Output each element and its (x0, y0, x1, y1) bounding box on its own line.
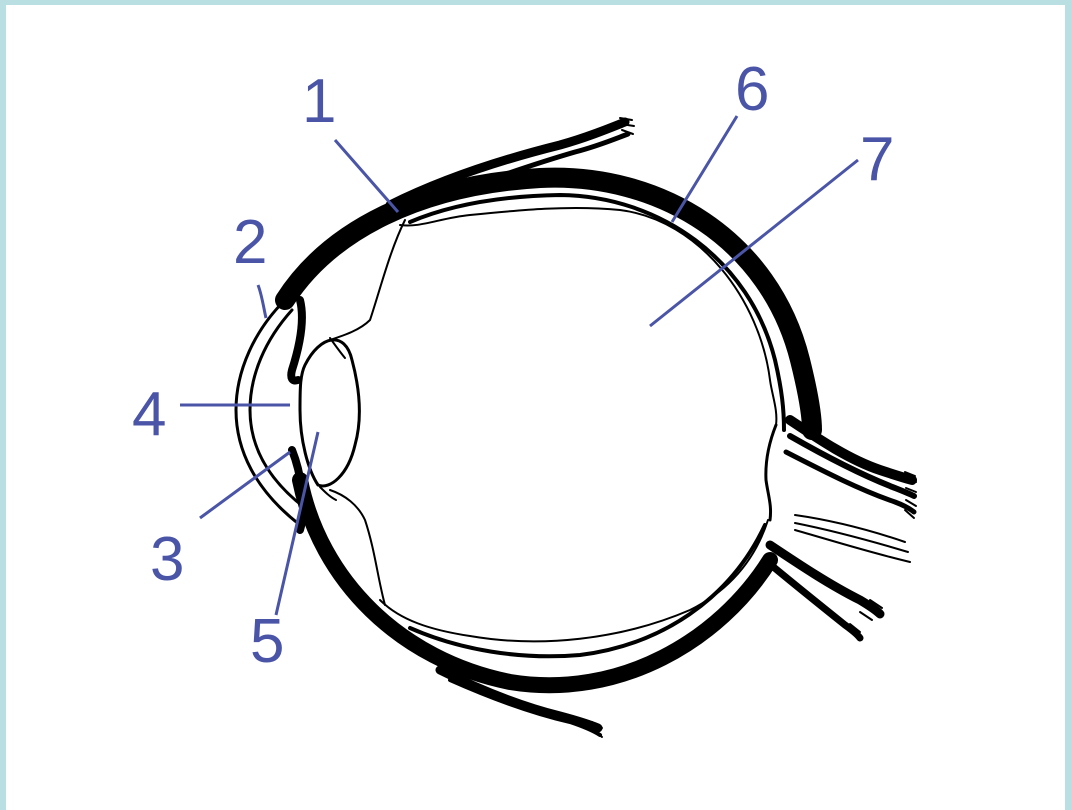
label-7: 7 (860, 125, 894, 194)
eye-drawing (236, 118, 916, 737)
leader-line-1 (335, 140, 398, 212)
label-6: 6 (735, 55, 769, 124)
lens (300, 340, 359, 486)
leader-line-6 (672, 116, 737, 222)
choroid-lower (410, 525, 765, 656)
iris-upper (291, 300, 302, 381)
cornea (236, 300, 300, 525)
label-1: 1 (302, 67, 336, 136)
leader-line-2 (258, 285, 266, 318)
optic-nerve (765, 420, 916, 638)
leader-line-3 (200, 452, 290, 518)
label-5: 5 (250, 607, 284, 676)
number-labels: 1 2 3 4 5 6 7 (132, 55, 894, 676)
suspensory-lower (320, 487, 336, 500)
sclera (285, 178, 812, 430)
label-2: 2 (233, 208, 267, 277)
label-3: 3 (150, 525, 184, 594)
label-4: 4 (132, 380, 166, 449)
leader-line-7 (650, 160, 858, 326)
